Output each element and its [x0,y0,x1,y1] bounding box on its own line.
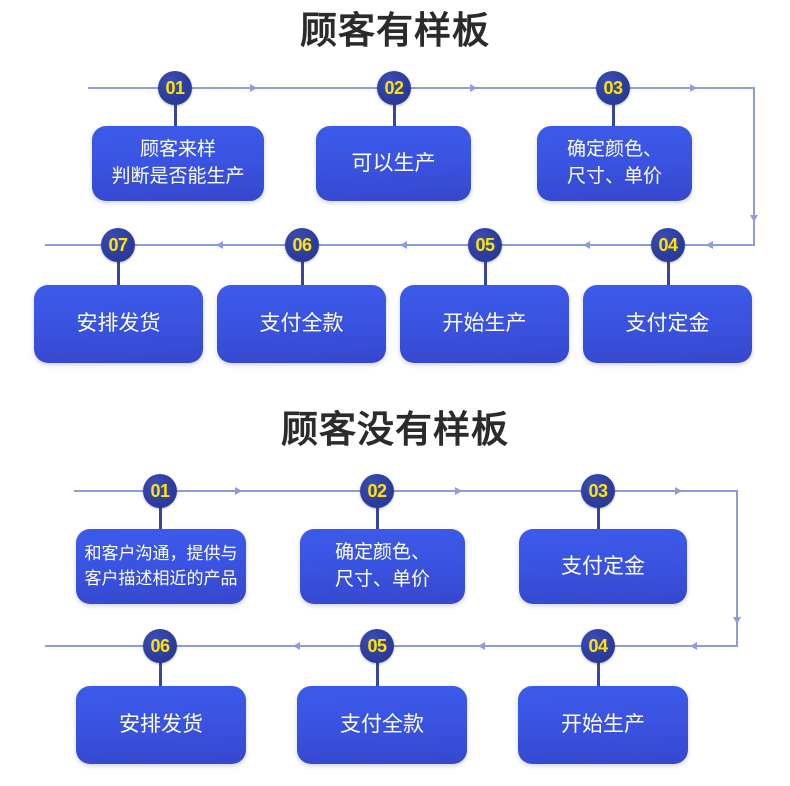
flow1-step-03-box[interactable]: 确定颜色、 尺寸、单价 [537,126,692,201]
flow1-step-04-label: 支付定金 [625,312,710,336]
flow1-step-02-box[interactable]: 可以生产 [316,126,471,201]
flow2-step-01-stem [159,507,162,549]
flow1-step-01-box[interactable]: 顾客来样 判断是否能生产 [92,126,264,201]
flow2-row1-rail [74,490,738,492]
flow1-step-06-label: 支付全款 [259,312,344,336]
flow2-step-01-badge[interactable]: 01 [143,474,177,508]
flow2-step-02-label: 确定颜色、 尺寸、单价 [334,541,430,590]
flow-customer-no-sample: 01 02 03 和客户沟通，提供与 客户描述相近的产品 确定颜色、 尺寸、单价… [0,465,790,785]
flow2-step-01-label: 和客户沟通，提供与 客户描述相近的产品 [84,544,238,588]
flow2-step-06-label: 安排发货 [119,713,203,737]
flow2-step-06-stem [159,662,162,706]
flow1-step-06-stem [301,261,304,305]
flow1-row2-arrow-2 [583,241,590,249]
flow2-step-04-box[interactable]: 开始生产 [518,686,688,764]
flow2-wrap-arrow-down [733,617,741,628]
flow1-step-05-badge[interactable]: 05 [468,228,502,262]
flow2-step-04-stem [597,662,600,706]
section-title-customer-no-sample: 顾客没有样板 [281,409,509,450]
flow2-row2-arrow-1 [690,642,697,650]
flow1-step-06-box[interactable]: 支付全款 [217,285,386,363]
flow2-step-03-stem [597,507,600,549]
flow2-step-04-label: 开始生产 [561,713,645,737]
flow1-step-07-stem [117,261,120,305]
flow1-step-05-label: 开始生产 [442,312,527,336]
flow2-step-04-badge[interactable]: 04 [581,629,615,663]
flow1-step-01-stem [174,104,177,146]
flow1-step-07-box[interactable]: 安排发货 [34,285,203,363]
flow2-row1-arrow-3 [675,487,682,495]
flow2-step-06-badge[interactable]: 06 [143,629,177,663]
flow2-row2-arrow-3 [293,642,300,650]
flow2-step-02-badge[interactable]: 02 [360,474,394,508]
flow2-row1-arrow-1 [235,487,242,495]
flow1-step-03-badge[interactable]: 03 [596,71,630,105]
flow1-step-04-stem [667,261,670,305]
flow2-step-05-box[interactable]: 支付全款 [297,686,467,764]
flow1-step-05-box[interactable]: 开始生产 [400,285,569,363]
flow1-step-07-label: 安排发货 [76,312,161,336]
flow2-step-03-box[interactable]: 支付定金 [519,529,687,604]
flow2-step-06-box[interactable]: 安排发货 [76,686,246,764]
flow2-row2-arrow-2 [478,642,485,650]
flow2-wrap-vertical [736,490,738,647]
flow2-step-05-stem [376,662,379,706]
flow2-step-03-badge[interactable]: 03 [581,474,615,508]
flow-customer-has-sample: 01 02 03 顾客来样 判断是否能生产 可以生产 确定颜色、 尺寸、单价 0… [0,60,790,380]
flow2-step-02-stem [376,507,379,549]
flow1-row1-arrow-3 [690,84,697,92]
flow1-row2-arrow-4 [216,241,223,249]
flow1-step-03-label: 确定颜色、 尺寸、单价 [566,138,662,187]
flow1-wrap-vertical [753,87,755,246]
flow2-step-05-label: 支付全款 [340,713,424,737]
flow2-step-05-badge[interactable]: 05 [360,629,394,663]
flow1-step-04-box[interactable]: 支付定金 [583,285,752,363]
flow1-row1-rail [88,87,755,89]
flow2-step-03-label: 支付定金 [561,554,645,578]
flow1-row2-arrow-3 [400,241,407,249]
flow1-step-03-stem [612,104,615,146]
flow1-row1-arrow-1 [250,84,257,92]
flow1-step-01-badge[interactable]: 01 [158,71,192,105]
flow2-step-01-box[interactable]: 和客户沟通，提供与 客户描述相近的产品 [76,529,246,604]
flow1-row1-arrow-2 [470,84,477,92]
flow1-wrap-arrow-down [750,215,758,226]
flow2-row1-arrow-2 [455,487,462,495]
flow1-step-01-label: 顾客来样 判断是否能生产 [111,138,245,187]
flow1-step-02-badge[interactable]: 02 [377,71,411,105]
flow2-step-02-box[interactable]: 确定颜色、 尺寸、单价 [300,529,465,604]
flow1-row2-arrow-1 [706,241,713,249]
flow1-step-02-stem [393,104,396,146]
flow1-step-02-label: 可以生产 [351,151,436,175]
flow1-step-05-stem [484,261,487,305]
flow1-step-04-badge[interactable]: 04 [651,228,685,262]
flow1-step-06-badge[interactable]: 06 [285,228,319,262]
flow1-step-07-badge[interactable]: 07 [101,228,135,262]
section-title-customer-has-sample: 顾客有样板 [300,10,490,51]
